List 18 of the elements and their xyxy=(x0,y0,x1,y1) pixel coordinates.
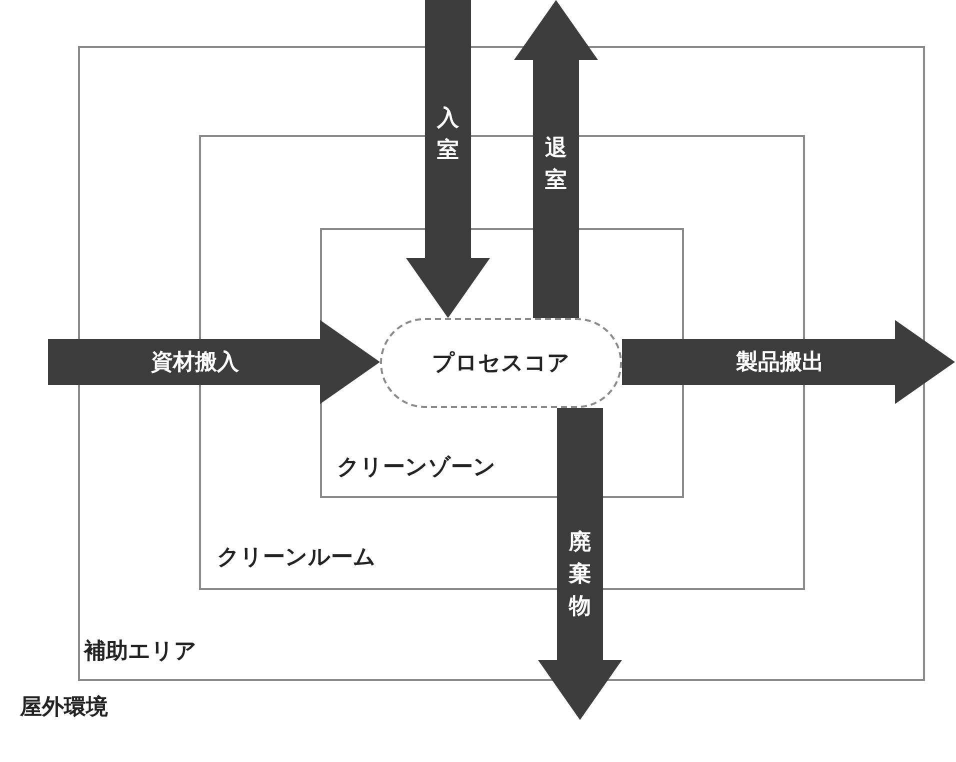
arrow-label: 資材搬入 xyxy=(151,348,239,377)
zone-label: クリーンゾーン xyxy=(337,453,496,482)
zone-frame xyxy=(320,228,684,498)
arrow-label: 入室 xyxy=(436,104,460,165)
block-arrow xyxy=(622,320,955,404)
arrow-label: 製品搬出 xyxy=(736,348,824,377)
zone-label: 補助エリア xyxy=(84,637,197,666)
dashed-pill xyxy=(380,318,622,408)
zone-frame xyxy=(78,46,925,681)
arrow-label: 退室 xyxy=(544,134,568,195)
block-arrow xyxy=(514,0,598,318)
block-arrow xyxy=(538,408,622,720)
zone-label: クリーンルーム xyxy=(217,543,376,572)
area-label: 屋外環境 xyxy=(20,693,108,722)
zone-label: プロセスコア xyxy=(432,349,570,378)
arrow-label: 廃棄物 xyxy=(568,528,592,621)
block-arrow xyxy=(406,0,490,318)
block-arrow xyxy=(48,320,380,404)
